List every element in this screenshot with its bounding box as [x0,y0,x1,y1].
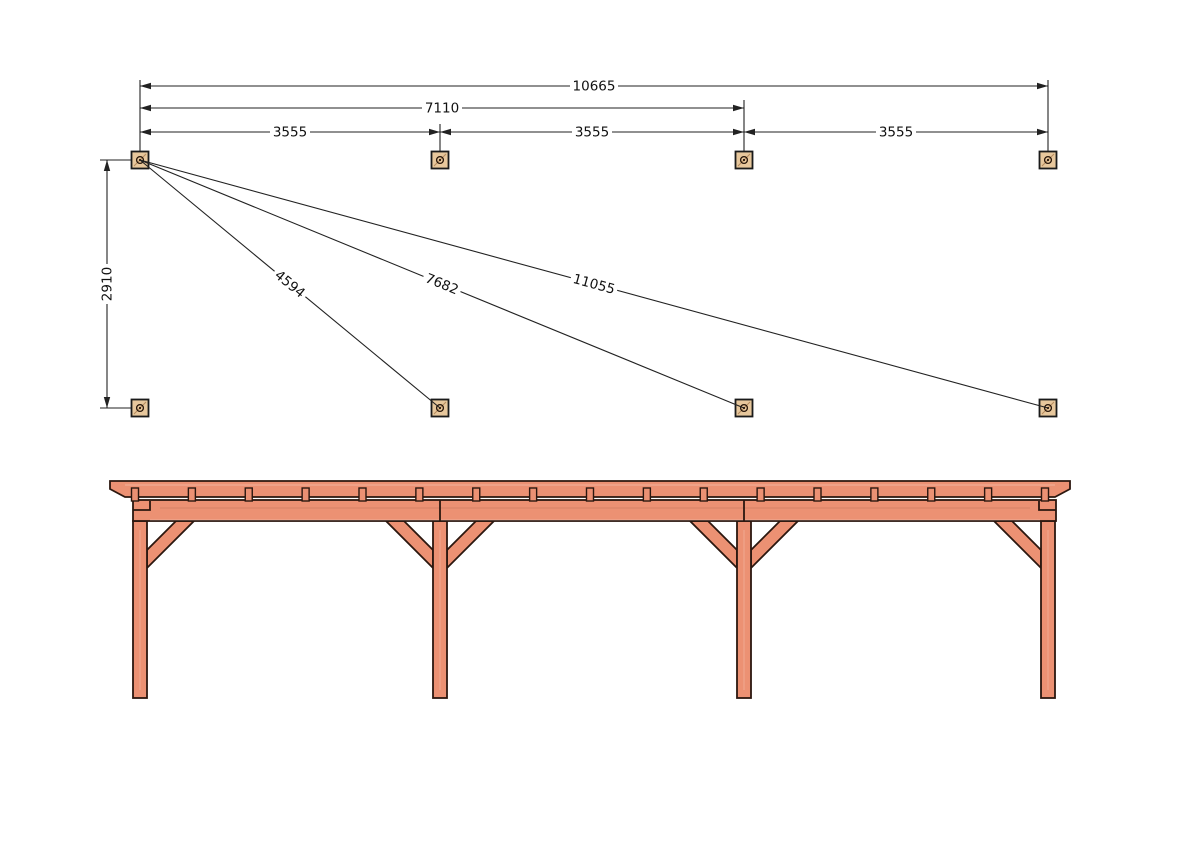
rafter-tick [244,487,253,502]
dim-label-bay-2: 3555 [575,125,609,141]
elevation-post [736,520,752,699]
elevation-post [132,520,148,699]
dim-label-bay-3: 3555 [879,125,913,141]
dimension-bays: 3555 3555 3555 [140,124,1048,141]
rafter-tick [585,487,595,502]
knee-brace [991,520,1042,571]
elevation-post [432,520,448,699]
rafter-tick [187,487,197,502]
plan-post-markers [130,150,1058,418]
knee-brace [750,520,801,571]
knee-brace [687,520,738,571]
rafter-tick [756,487,765,502]
dim-label-overall: 10665 [573,79,616,95]
rafter-tick [301,487,310,502]
dim-label-bay-1: 3555 [273,125,307,141]
rafter-tick [358,487,367,502]
rafter-tick [528,487,538,502]
plan-post-marker [430,398,450,418]
dim-label-depth: 2910 [100,267,116,301]
knee-brace [383,520,434,571]
knee-braces [146,520,1042,571]
rafter-tick [927,487,936,502]
knee-brace [146,520,197,571]
beam-end-step [133,501,151,511]
rafter-tick [813,487,822,502]
rafter-tick [642,487,652,502]
anchor-bolt-icon [739,403,749,413]
elevation-post [1040,520,1056,699]
plan-view: 10665 7110 3555 3555 3555 2910 [99,78,1058,418]
elevation-posts [132,520,1056,699]
plan-post-marker [130,398,150,418]
rafter-tick [983,487,993,502]
anchor-bolt-icon [135,403,145,413]
plan-post-marker [430,150,450,170]
rafter-tick [130,487,140,502]
anchor-bolt-icon [739,155,749,165]
anchor-bolt-icon [1043,403,1053,413]
anchor-bolt-icon [135,155,145,165]
dim-label-diagonal-2: 7682 [423,271,461,299]
dim-label-two-bays: 7110 [425,101,459,117]
rafter-tick [699,487,708,502]
diagonal-measurements: 4594 7682 11055 [139,159,1049,409]
dimension-depth: 2910 [99,160,116,408]
anchor-bolt-icon [1043,155,1053,165]
dimension-overall-width: 10665 [140,78,1048,95]
dim-label-diagonal-3: 11055 [571,271,617,298]
dimension-two-bays: 7110 [140,100,744,117]
rafter-tick [870,487,879,502]
anchor-bolt-icon [435,403,445,413]
rafter-tick [415,487,424,502]
elevation-view [109,480,1071,699]
knee-brace [446,520,497,571]
rafter-end-ticks [130,487,1050,502]
rafter-tick [472,487,481,502]
plan-post-marker [734,150,754,170]
beam-end-step [1038,501,1056,511]
plan-post-marker [1038,150,1058,170]
anchor-bolt-icon [435,155,445,165]
rafter-tick [1040,487,1050,502]
plan-extension-lines [100,80,1049,409]
main-beam [132,499,1057,522]
